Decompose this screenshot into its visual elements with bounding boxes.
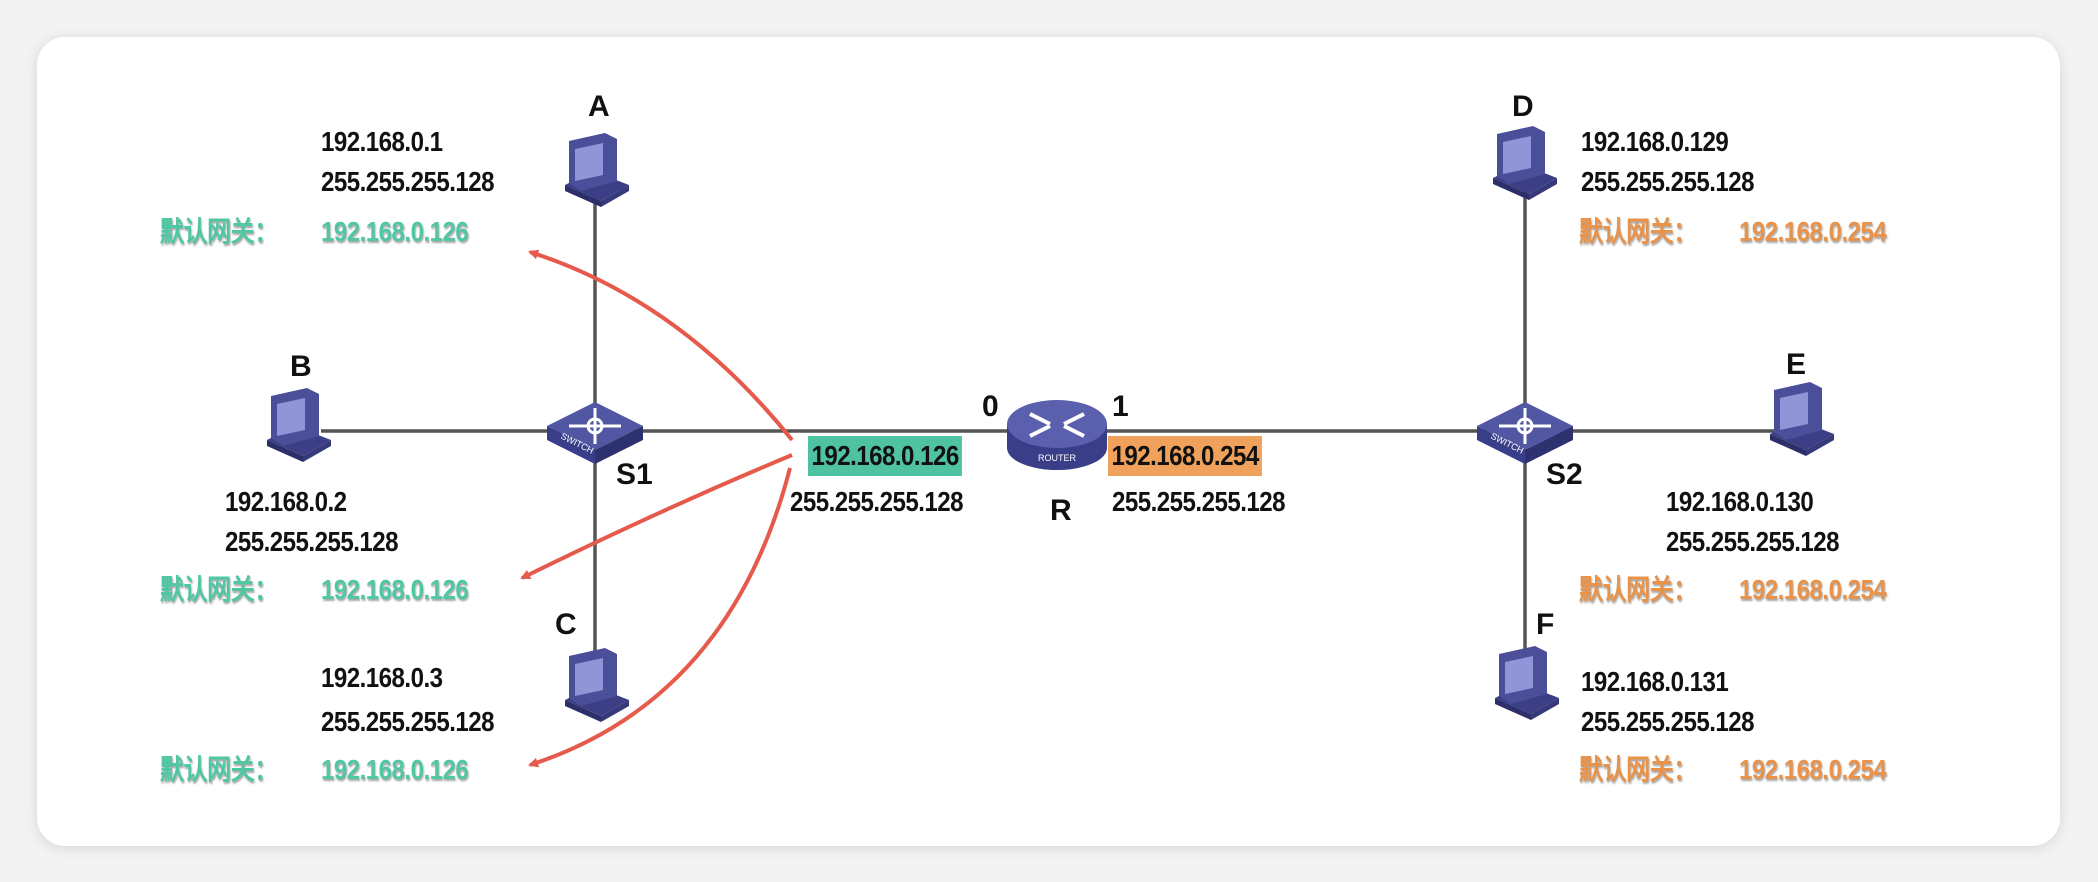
host-e-gateway: 192.168.0.254 [1739,574,1887,605]
host-e-mask: 255.255.255.128 [1666,526,1840,557]
host-a-gateway: 192.168.0.126 [321,216,469,247]
host-c-gateway: 192.168.0.126 [321,754,469,785]
host-d-ip: 192.168.0.129 [1581,126,1729,157]
host-a-mask: 255.255.255.128 [321,166,495,197]
computer-icon-b [267,388,331,462]
gateway-arrows [520,249,794,768]
host-f-gateway: 192.168.0.254 [1739,754,1887,785]
host-e-gateway-label: 默认网关： [1579,574,1697,605]
router-port-0-ip: 192.168.0.126 [808,436,963,476]
switch-icon-s1 [545,400,645,466]
host-f-mask: 255.255.255.128 [1581,706,1755,737]
router-port-1-mask: 255.255.255.128 [1112,486,1286,517]
router-port-0-mask: 255.255.255.128 [790,486,964,517]
router-port-1-ip: 192.168.0.254 [1108,436,1263,476]
host-c-gateway-label: 默认网关： [160,754,278,785]
host-label-d: D [1512,90,1534,123]
host-b-ip: 192.168.0.2 [225,486,347,517]
router-label: R [1050,494,1072,527]
arrow-to-a-gateway [528,249,794,442]
arrow-to-c-gateway [528,467,792,768]
computer-icon-e [1770,382,1834,456]
host-c-mask: 255.255.255.128 [321,706,495,737]
computer-icon-f [1495,646,1559,720]
router-icon: ROUTER [1007,400,1107,470]
computer-icon-a [565,133,629,207]
host-f-gateway-label: 默认网关： [1579,754,1697,785]
computer-icon-d [1493,126,1557,200]
host-a-gateway-label: 默认网关： [160,216,278,247]
router-port-0: 0 [982,390,999,423]
host-label-b: B [290,350,312,383]
host-a-ip: 192.168.0.1 [321,126,443,157]
switch-label-s1: S1 [616,458,653,491]
host-label-e: E [1786,348,1807,381]
host-e-ip: 192.168.0.130 [1666,486,1814,517]
switch-label-s2: S2 [1546,458,1583,491]
host-d-gateway-label: 默认网关： [1579,216,1697,247]
host-c-ip: 192.168.0.3 [321,662,443,693]
router-port-1: 1 [1112,390,1129,423]
switch-icon-s2 [1475,400,1575,466]
host-d-gateway: 192.168.0.254 [1739,216,1887,247]
host-b-mask: 255.255.255.128 [225,526,399,557]
arrow-to-b-gateway [520,453,793,580]
computer-icon-c [565,648,629,722]
host-b-gateway: 192.168.0.126 [321,574,469,605]
host-b-gateway-label: 默认网关： [160,574,278,605]
host-f-ip: 192.168.0.131 [1581,666,1729,697]
host-label-a: A [588,90,610,123]
router-icon-text: ROUTER [1038,453,1077,463]
host-label-c: C [555,608,577,641]
host-label-f: F [1536,608,1555,641]
host-d-mask: 255.255.255.128 [1581,166,1755,197]
